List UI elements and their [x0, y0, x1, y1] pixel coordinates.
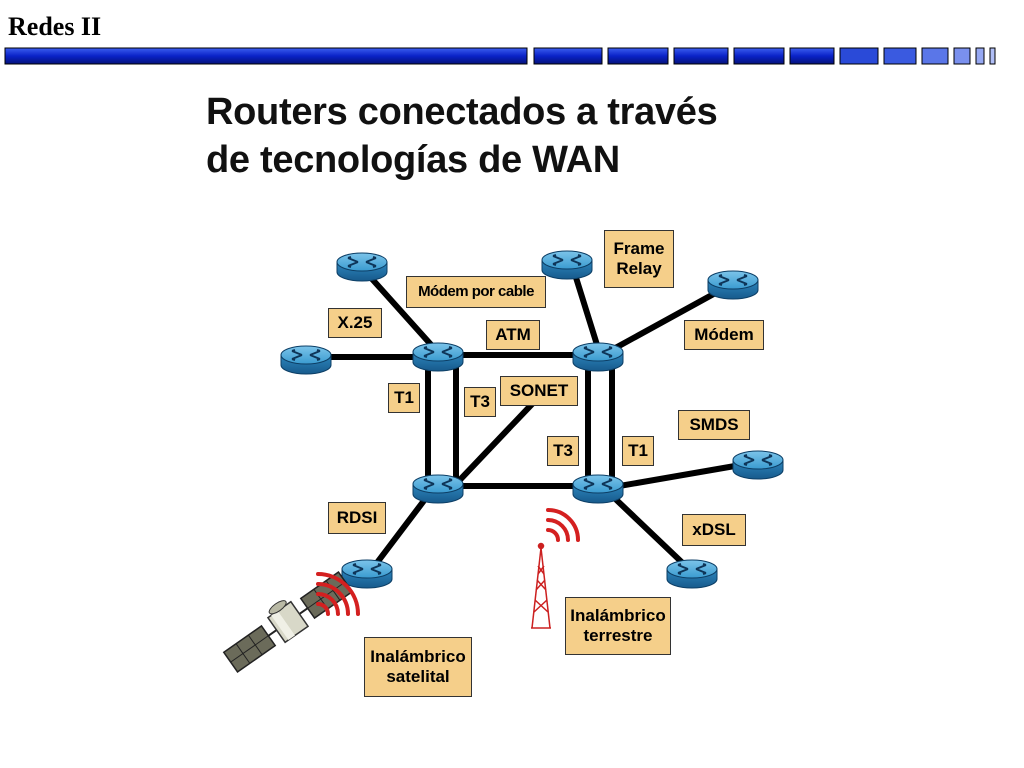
label-frame-relay-line1: Frame	[613, 239, 665, 259]
label-t3-left: T3	[464, 387, 496, 417]
label-wireless-satellite-line1: Inalámbrico	[370, 647, 466, 667]
label-atm: ATM	[486, 320, 540, 350]
label-frame-relay: Frame Relay	[604, 230, 674, 288]
header-bar-segment	[953, 47, 971, 65]
link-xdsl	[603, 487, 693, 573]
label-rdsi: RDSI	[328, 502, 386, 534]
satellite-icon	[222, 570, 354, 674]
header-bar-segment	[533, 47, 603, 65]
label-xdsl: xDSL	[682, 514, 746, 546]
router-icon	[541, 250, 593, 280]
header-bar-segment	[673, 47, 729, 65]
router-icon	[336, 252, 388, 282]
router-icon	[280, 345, 332, 375]
wireless-signal-icon	[316, 572, 360, 616]
router-icon	[412, 342, 464, 372]
label-wireless-terrestrial-line2: terrestre	[583, 626, 653, 645]
radio-tower-icon	[531, 542, 551, 629]
header-bar-segment	[839, 47, 879, 65]
link-cable-modem	[361, 267, 437, 351]
wireless-signal-icon	[546, 508, 580, 542]
label-wireless-satellite-line2: satelital	[386, 667, 450, 686]
label-frame-relay-line2: Relay	[616, 259, 662, 278]
label-t3-right: T3	[547, 436, 579, 466]
slide-header-title: Redes II	[8, 12, 102, 41]
label-sonet: SONET	[500, 376, 578, 406]
label-smds: SMDS	[678, 410, 750, 440]
router-icon	[666, 559, 718, 589]
label-t1-right: T1	[622, 436, 654, 466]
label-wireless-terrestrial-line1: Inalámbrico	[570, 606, 666, 626]
header-bar-segment	[733, 47, 785, 65]
slide-title-line2: de tecnologías de WAN	[206, 139, 620, 181]
label-wireless-terrestrial: Inalámbrico terrestre	[565, 597, 671, 655]
label-x25: X.25	[328, 308, 382, 338]
label-modem-cable: Módem por cable	[406, 276, 546, 308]
header-bar-segment	[607, 47, 669, 65]
slide-title-line1: Routers conectados a través	[206, 91, 718, 133]
header-bar-segment	[4, 47, 528, 65]
label-t1-left: T1	[388, 383, 420, 413]
label-wireless-satellite: Inalámbrico satelital	[364, 637, 472, 697]
router-icon	[707, 270, 759, 300]
link-frame-relay	[570, 265, 601, 351]
link-rdsi	[367, 487, 435, 575]
router-icon	[341, 559, 393, 589]
router-icon	[732, 450, 784, 480]
header-bar-segment	[989, 47, 996, 65]
header-bar-segment	[789, 47, 835, 65]
router-icon	[572, 474, 624, 504]
router-icon	[412, 474, 464, 504]
router-icon	[572, 342, 624, 372]
header-bar-segment	[921, 47, 949, 65]
link-sonet	[453, 399, 537, 487]
label-modem: Módem	[684, 320, 764, 350]
link-modem	[605, 282, 733, 355]
header-bar	[4, 47, 996, 65]
link-smds	[599, 459, 761, 492]
slide-title: Routers conectados a través de tecnologí…	[206, 88, 846, 184]
header-bar-segment	[975, 47, 985, 65]
header-bar-segment	[883, 47, 917, 65]
